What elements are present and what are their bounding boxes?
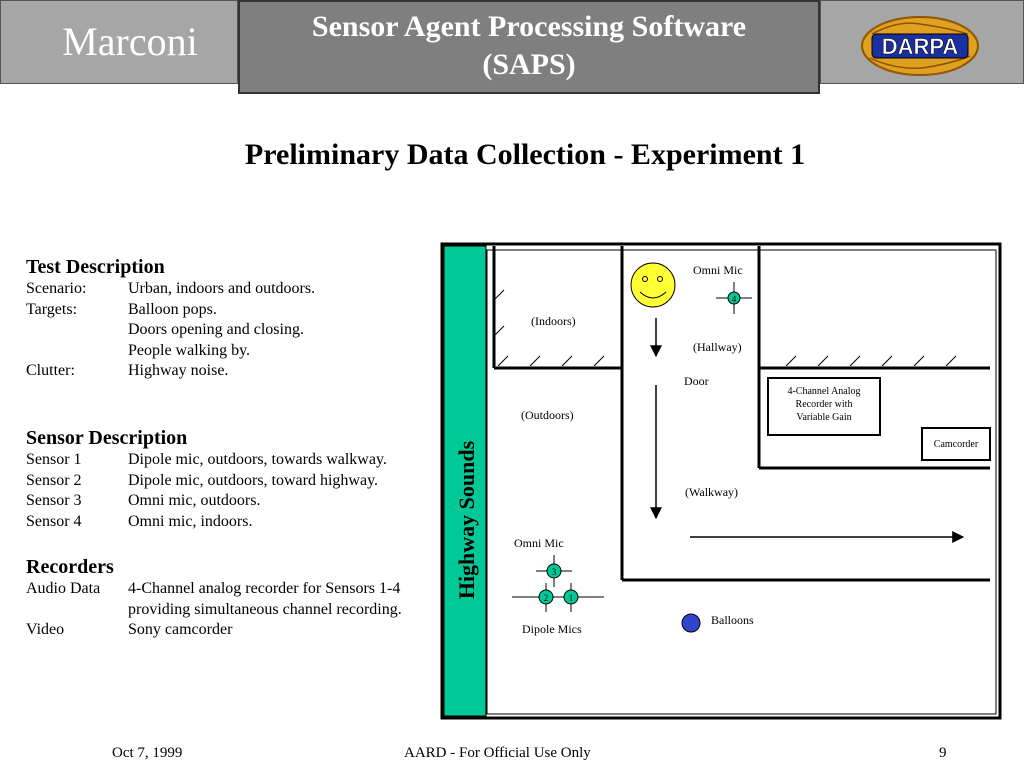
recorder-box: 4-Channel Analog Recorder with Variable …	[767, 377, 881, 436]
test-row: People walking by.	[128, 341, 251, 359]
test-description-section: Test Description Scenario:Urban, indoors…	[26, 256, 315, 382]
dipole-mics-icon: 2 1	[512, 583, 604, 612]
door-label: Door	[684, 374, 709, 388]
sensor-4-omni-mic-icon: 4	[716, 282, 752, 314]
balloon-icon	[681, 613, 701, 633]
test-row: Targets:Balloon pops.	[26, 300, 217, 318]
highway-sounds-label: Highway Sounds	[454, 440, 479, 599]
sensor-3-omni-mic-icon: 3	[536, 555, 572, 587]
test-row: Clutter:Highway noise.	[26, 362, 229, 379]
sensor-1-number: 1	[569, 593, 574, 603]
indoors-label: (Indoors)	[531, 314, 576, 328]
header-title-line2: (SAPS)	[482, 48, 576, 81]
logo-text: DARPA	[882, 34, 959, 59]
brand-name: Marconi	[62, 19, 198, 64]
test-description-title: Test Description	[26, 256, 165, 278]
header-title: Sensor Agent Processing Software (SAPS)	[238, 8, 820, 84]
footer-classification: AARD - For Official Use Only	[404, 745, 591, 761]
diagram-outer-frame	[440, 242, 1002, 720]
test-row: Scenario:Urban, indoors and outdoors.	[26, 280, 316, 297]
sensor-3-number: 3	[552, 567, 557, 577]
header-title-line1: Sensor Agent Processing Software	[311, 10, 747, 43]
sensor-4-number: 4	[732, 294, 737, 304]
sensor-2-number: 2	[544, 593, 549, 603]
highway-strip	[443, 245, 487, 717]
omni-mic-bottom-label: Omni Mic	[514, 536, 564, 550]
dipole-mics-label: Dipole Mics	[522, 622, 582, 636]
sensor-description-title: Sensor Description	[26, 427, 188, 449]
camcorder-box: Camcorder	[921, 427, 991, 461]
header-center-panel	[238, 0, 820, 94]
recorder-row: providing simultaneous channel recording…	[128, 600, 402, 618]
slide-title: Preliminary Data Collection - Experiment…	[244, 138, 806, 171]
walkway-label: (Walkway)	[685, 485, 739, 499]
omni-mic-top-label: Omni Mic	[693, 263, 743, 277]
header-left-panel	[0, 0, 238, 84]
diagram-inner-frame	[486, 249, 997, 715]
footer-date: Oct 7, 1999	[112, 745, 183, 761]
building-walls	[492, 246, 990, 582]
hallway-label: (Hallway)	[693, 340, 742, 354]
test-row: Doors opening and closing.	[128, 321, 304, 338]
person-smiley-icon	[630, 262, 676, 308]
darpa-logo: DARPA	[861, 16, 979, 76]
footer-page-number: 9	[939, 745, 947, 761]
wall-hatching	[493, 289, 957, 367]
recorders-title: Recorders	[26, 556, 114, 578]
balloons-label: Balloons	[711, 613, 754, 627]
outdoors-label: (Outdoors)	[521, 408, 574, 422]
